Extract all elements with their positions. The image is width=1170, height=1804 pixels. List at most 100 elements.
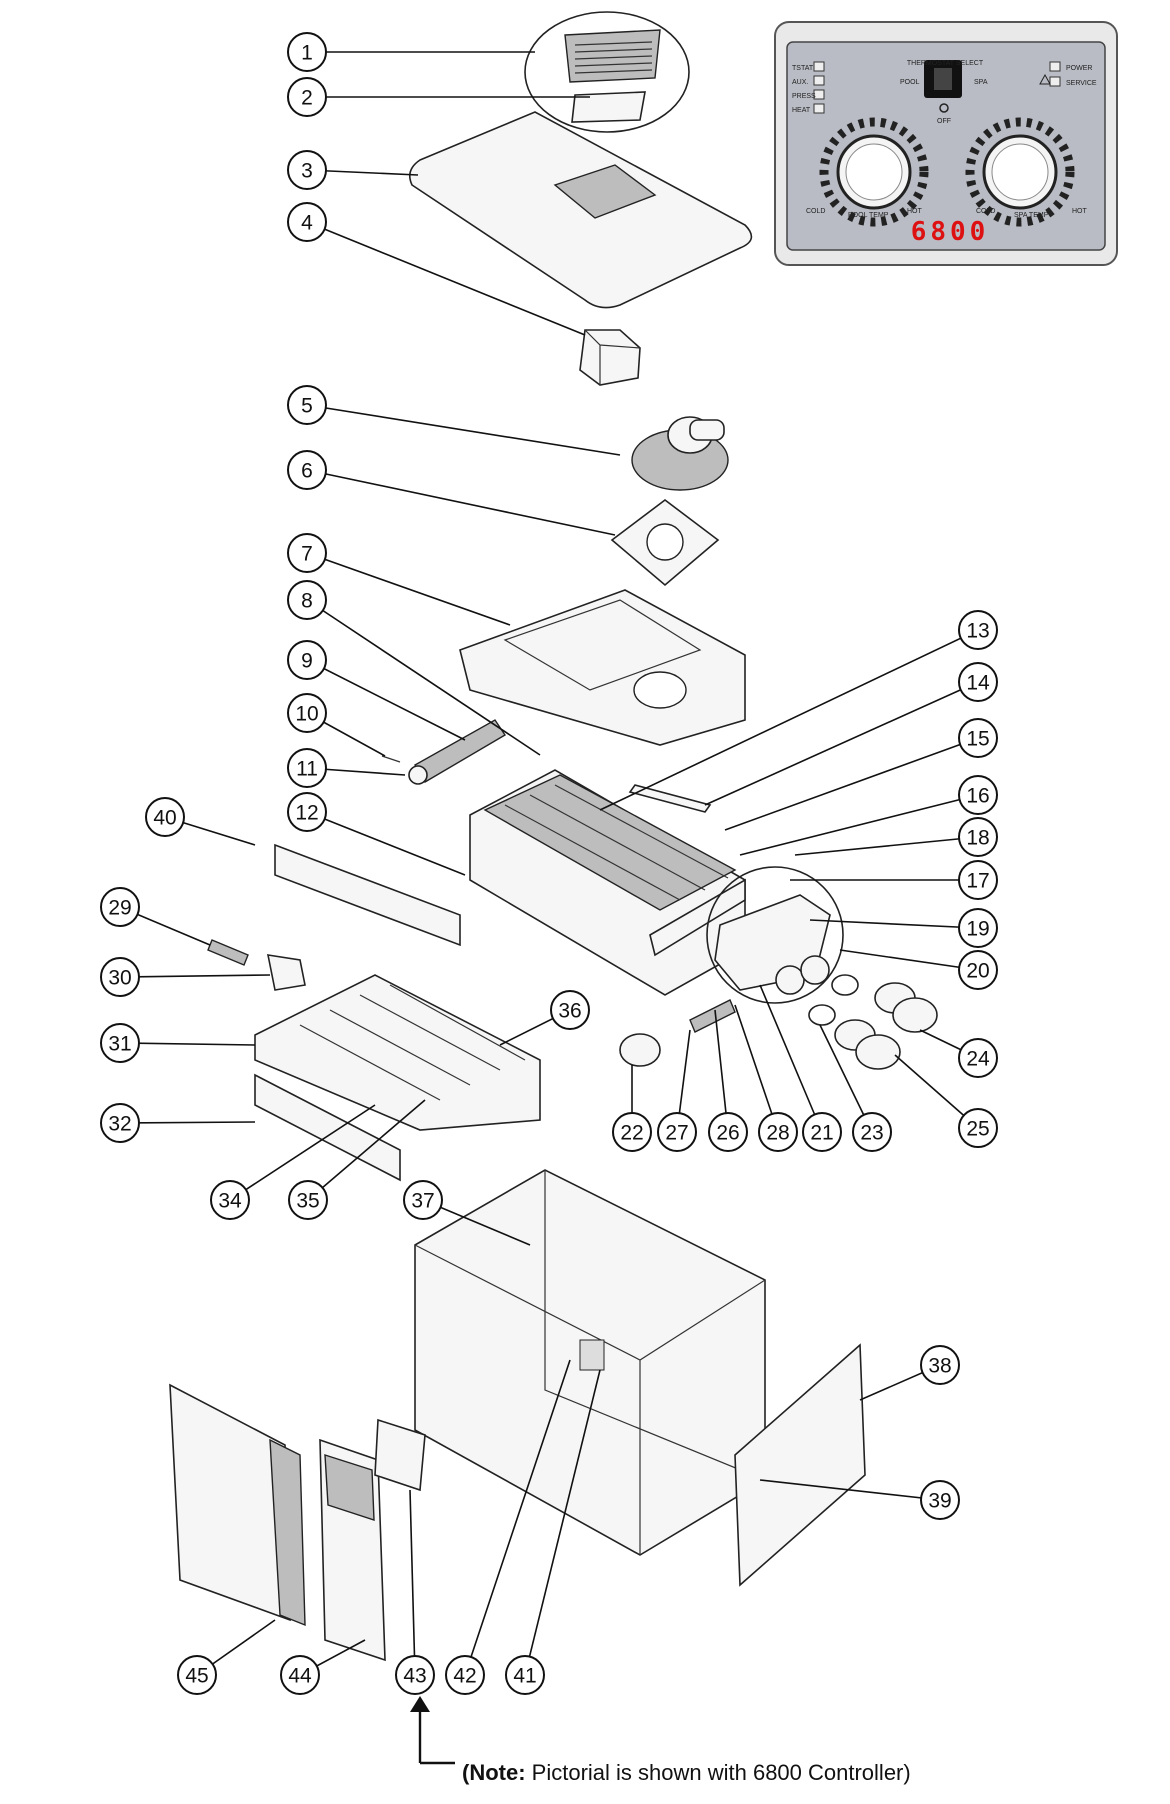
leader-line: [464, 1359, 571, 1676]
callout-circle: [287, 748, 327, 788]
callout-number: 44: [288, 1665, 312, 1688]
spa-hot-label: HOT: [1072, 208, 1088, 215]
spa-label: SPA: [974, 79, 988, 86]
pool-temp-knob[interactable]: [819, 117, 929, 227]
callout-circle: [920, 1345, 960, 1385]
callout-number: 30: [108, 967, 131, 990]
indicator-tstat: TSTAT: [792, 65, 814, 72]
callout-10: 10: [287, 693, 386, 757]
part-31-burner-tray: [254, 974, 541, 1131]
leader-line: [119, 1042, 256, 1046]
callout-circle: [958, 908, 998, 948]
part-13-baffle: [628, 784, 712, 813]
part-12-heat-exchanger: [469, 769, 746, 996]
callout-circle: [958, 950, 998, 990]
callout-37: 37: [403, 1180, 531, 1246]
callout-number: 31: [108, 1033, 131, 1056]
callout-1: 1: [287, 32, 535, 72]
callout-number: 3: [301, 160, 313, 183]
leader-line: [704, 681, 979, 806]
part-38-side-panel: [734, 1343, 866, 1587]
callout-18: 18: [794, 817, 998, 857]
callout-circle: [288, 1180, 328, 1220]
callout-27: 27: [657, 1029, 697, 1152]
callout-number: 11: [296, 758, 318, 781]
part-37-cabinet: [414, 1169, 766, 1556]
callout-43: 43: [395, 1489, 435, 1695]
callout-circle: [287, 150, 327, 190]
callout-number: 12: [295, 802, 318, 825]
callout-circle: [958, 775, 998, 815]
callout-8: 8: [287, 580, 541, 756]
leader-line: [739, 794, 979, 856]
off-indicator-icon: [939, 103, 949, 113]
callout-number: 1: [301, 42, 313, 65]
part-22-26-fittings: [619, 999, 736, 1067]
callout-number: 27: [665, 1122, 688, 1145]
spa-temp-knob[interactable]: [965, 117, 1075, 227]
part-6-gasket: [610, 498, 720, 587]
callout-number: 19: [966, 918, 989, 941]
callout-23: 23: [819, 1024, 892, 1152]
callout-26: 26: [708, 1009, 748, 1152]
part-40-bracket: [274, 843, 461, 947]
callout-circle: [958, 1108, 998, 1148]
leader-line: [307, 1099, 426, 1201]
callout-circle: [758, 1112, 798, 1152]
leader-line: [306, 469, 616, 536]
callout-38: 38: [859, 1345, 960, 1401]
callout-number: 7: [301, 543, 313, 566]
pool-temp-label: POOL TEMP: [848, 212, 889, 219]
callout-circle: [505, 1655, 545, 1695]
callout-15: 15: [724, 718, 998, 831]
callout-circle: [612, 1112, 652, 1152]
callout-17: 17: [790, 860, 998, 900]
indicator-aux: AUX.: [792, 79, 808, 86]
callout-24: 24: [919, 1029, 998, 1078]
callout-circle: [287, 792, 327, 832]
indicator-power: POWER: [1066, 65, 1092, 72]
callout-number: 9: [301, 650, 313, 673]
part-45-front-door: [169, 1383, 306, 1627]
callout-number: 24: [966, 1048, 990, 1071]
note-arrow: [410, 1696, 455, 1765]
callout-number: 22: [620, 1122, 643, 1145]
callout-circle: [958, 1038, 998, 1078]
part-9-manifold: [408, 719, 506, 785]
part-1-grille: [524, 11, 690, 133]
callout-21: 21: [759, 984, 842, 1152]
note-prefix: (Note:: [462, 1760, 526, 1785]
leader-line: [809, 919, 979, 929]
callout-25: 25: [894, 1054, 998, 1148]
part-24-25-unions: [808, 974, 938, 1070]
callout-number: 5: [301, 395, 313, 418]
callout-circle: [852, 1112, 892, 1152]
callout-circle: [287, 693, 327, 733]
callout-number: 29: [108, 897, 131, 920]
callout-number: 15: [966, 728, 989, 751]
callout-number: 25: [966, 1118, 989, 1141]
callout-circle: [958, 610, 998, 650]
right-indicators: POWER SERVICE: [1039, 61, 1097, 87]
callout-28: 28: [734, 1004, 798, 1152]
callout-circle: [958, 718, 998, 758]
callout-circle: [958, 860, 998, 900]
callout-number: 42: [453, 1665, 476, 1688]
callout-number: 10: [295, 703, 318, 726]
part-5-blower: [631, 416, 729, 491]
callout-circle: [445, 1655, 485, 1695]
part-7-flue-hood: [459, 589, 746, 746]
callout-9: 9: [287, 640, 466, 741]
leader-line: [724, 737, 979, 831]
callout-number: 13: [966, 620, 989, 643]
pictorial-note: (Note: Pictorial is shown with 6800 Cont…: [462, 1760, 911, 1786]
callout-circle: [958, 817, 998, 857]
callout-number: 4: [301, 212, 313, 235]
callout-number: 28: [766, 1122, 789, 1145]
callout-2: 2: [287, 77, 590, 117]
part-43-bracket: [374, 1418, 426, 1492]
leader-line: [306, 659, 466, 741]
callout-circle: [958, 662, 998, 702]
leader-line: [524, 1369, 601, 1676]
callout-circle: [657, 1112, 697, 1152]
